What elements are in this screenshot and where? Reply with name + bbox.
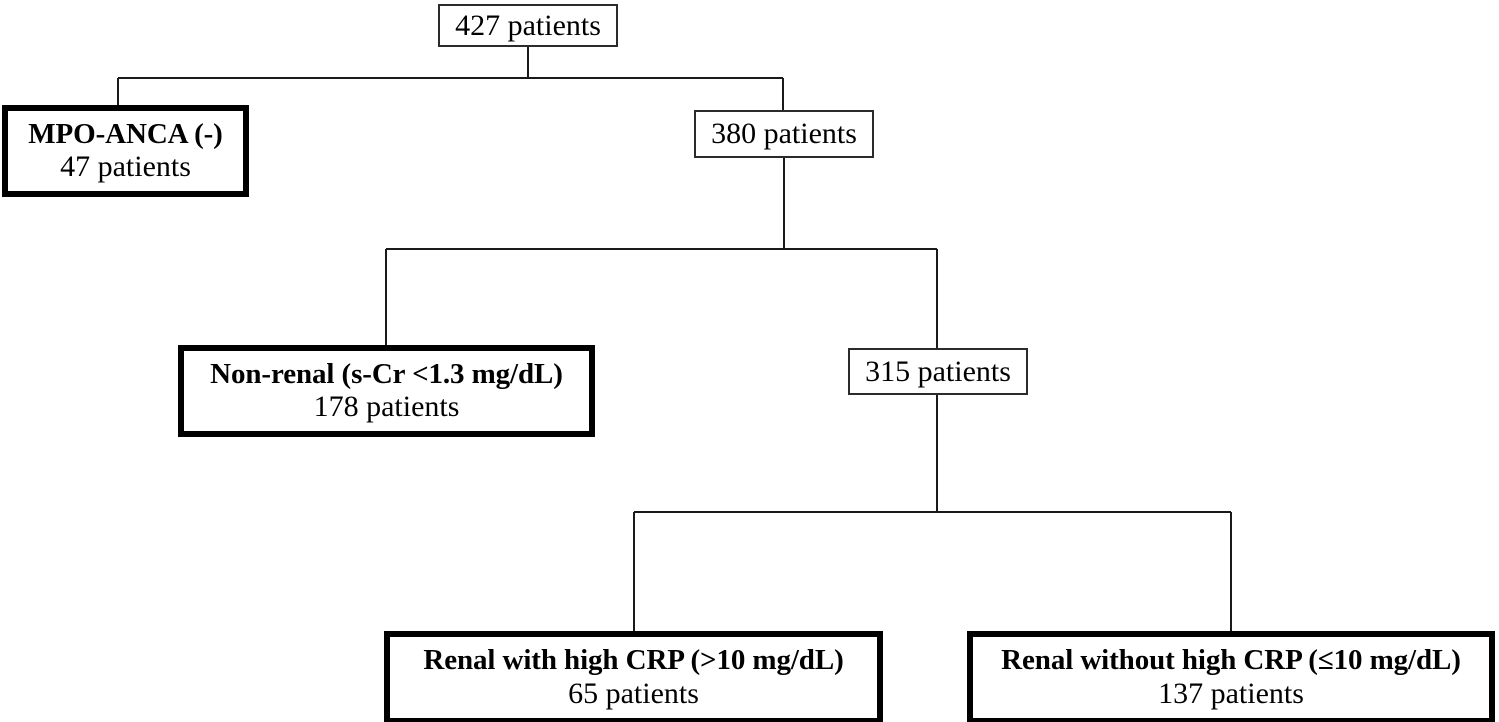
non-renal-box-line-2: 178 patients	[313, 390, 460, 424]
total-patients-box: 427 patients	[438, 4, 618, 47]
mpo-anca-negative-box: MPO-ANCA (-)47 patients	[2, 105, 249, 197]
renal-with-high-crp-box: Renal with high CRP (>10 mg/dL)65 patien…	[384, 631, 883, 722]
remaining-315-box: 315 patients	[848, 348, 1028, 395]
renal-with-high-crp-box-line-2: 65 patients	[568, 676, 699, 710]
renal-without-high-crp-box-line-2: 137 patients	[1158, 676, 1304, 710]
renal-without-high-crp-box: Renal without high CRP (≤10 mg/dL)137 pa…	[967, 631, 1495, 722]
renal-with-high-crp-box-line-1: Renal with high CRP (>10 mg/dL)	[423, 644, 844, 677]
split-315-to-level3	[632, 395, 1233, 632]
split-total-to-level1	[116, 47, 785, 110]
split-380-to-level2	[384, 158, 939, 348]
remaining-315-box-line-1: 315 patients	[865, 354, 1011, 388]
non-renal-box: Non-renal (s-Cr <1.3 mg/dL)178 patients	[178, 345, 595, 437]
non-renal-box-line-1: Non-renal (s-Cr <1.3 mg/dL)	[210, 357, 563, 390]
mpo-anca-negative-box-line-2: 47 patients	[60, 150, 191, 184]
mpo-anca-negative-box-line-1: MPO-ANCA (-)	[28, 117, 223, 150]
remaining-380-box-line-1: 380 patients	[711, 117, 857, 151]
remaining-380-box: 380 patients	[694, 110, 874, 158]
total-patients-box-line-1: 427 patients	[455, 8, 601, 42]
renal-without-high-crp-box-line-1: Renal without high CRP (≤10 mg/dL)	[1001, 644, 1461, 677]
